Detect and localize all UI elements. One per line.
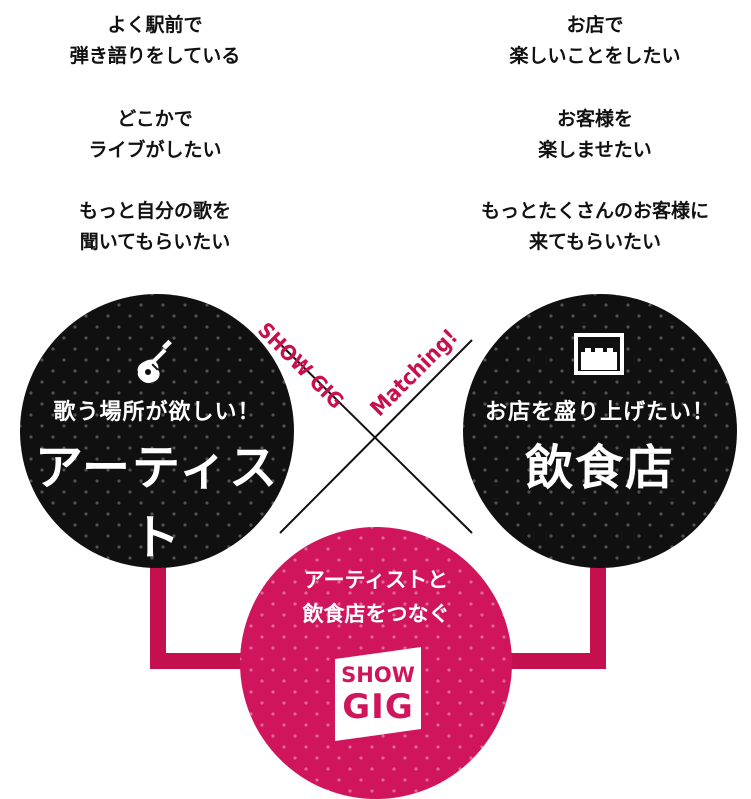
logo-show: SHOW <box>341 663 415 687</box>
artist-note-3: もっと自分の歌を 聞いてもらいたい <box>78 200 231 253</box>
guitar-icon <box>137 339 172 384</box>
circle-pattern <box>20 294 294 568</box>
restaurant-note-2: お客様を 楽しませたい <box>538 108 652 161</box>
showgig-circle: アーティストと 飲食店をつなぐ SHOW GIG <box>240 527 512 799</box>
cross-line-up <box>279 339 473 534</box>
cross-line-down <box>275 339 473 534</box>
shop-icon <box>574 333 624 375</box>
restaurant-note-1: お店で 楽しいことをしたい <box>509 14 681 67</box>
restaurant-note-3: もっとたくさんのお客様に 来てもらいたい <box>480 200 709 253</box>
restaurant-circle: お店を盛り上げたい！ 飲食店 <box>463 294 737 568</box>
showgig-tagline: アーティストと 飲食店をつなぐ <box>302 568 450 626</box>
showgig-logo: SHOW GIG <box>335 646 421 742</box>
artist-circle: 歌う場所が欲しい！ アーティスト <box>20 294 294 568</box>
logo-gig: GIG <box>342 687 414 727</box>
restaurant-subtitle: お店を盛り上げたい！ <box>484 400 715 425</box>
artist-note-2: どこかで ライブがしたい <box>88 108 222 161</box>
restaurant-title: 飲食店 <box>524 440 675 496</box>
artist-subtitle: 歌う場所が欲しい！ <box>53 400 261 425</box>
artist-note-1: よく駅前で 弾き語りをしている <box>69 14 241 67</box>
artist-title: アーティスト <box>34 440 280 566</box>
